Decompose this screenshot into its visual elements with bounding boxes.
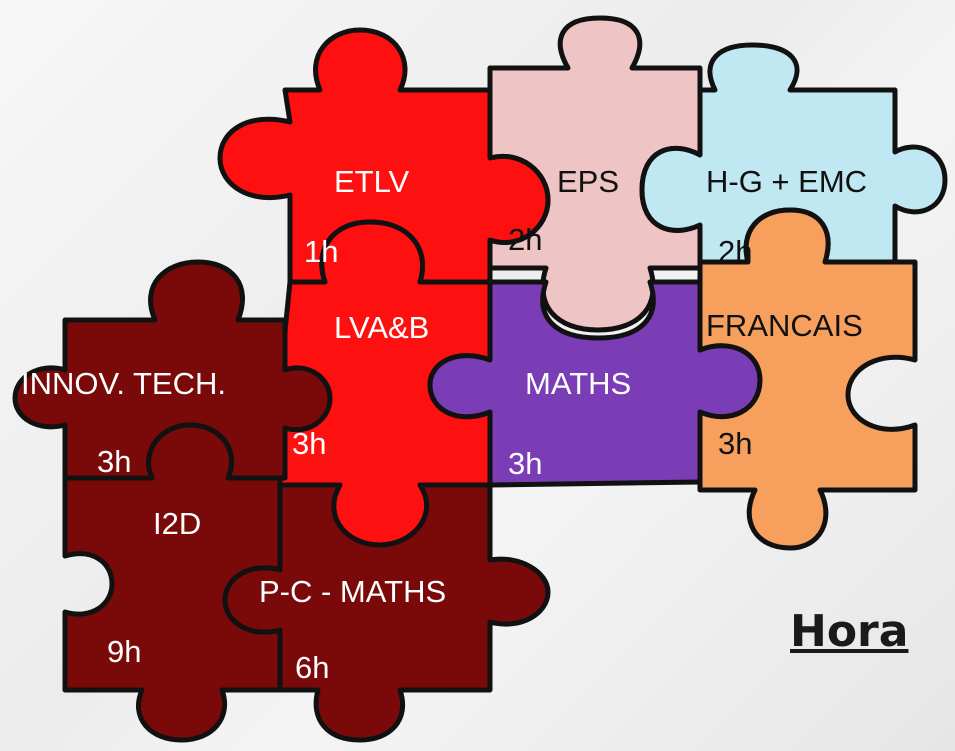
piece-pc-maths bbox=[222, 482, 551, 743]
hg-emc-subject-label: H-G + EMC bbox=[706, 164, 868, 199]
page-heading: Hora bbox=[790, 606, 909, 657]
etlv-subject-label: ETLV bbox=[334, 164, 410, 199]
maths-hours-label: 3h bbox=[508, 446, 543, 481]
innov-tech-hours-label: 3h bbox=[97, 444, 132, 479]
eps-subject-label: EPS bbox=[557, 164, 620, 199]
lva-b-subject-label: LVA&B bbox=[334, 310, 430, 345]
etlv-hours-label: 1h bbox=[304, 234, 339, 269]
francais-hours-label: 3h bbox=[718, 426, 753, 461]
eps-hours-label: 2h bbox=[508, 222, 543, 257]
i2d-hours-label: 9h bbox=[107, 634, 142, 669]
francais-subject-label: FRANCAIS bbox=[706, 308, 863, 343]
piece-francais bbox=[697, 207, 918, 551]
i2d-subject-label: I2D bbox=[153, 506, 202, 541]
lva-b-hours-label: 3h bbox=[292, 426, 327, 461]
pc-maths-hours-label: 6h bbox=[295, 650, 330, 685]
pc-maths-subject-label: P-C - MATHS bbox=[259, 574, 447, 609]
maths-subject-label: MATHS bbox=[525, 366, 632, 401]
innov-tech-subject-label: INNOV. TECH. bbox=[21, 366, 226, 401]
hg-emc-hours-label: 2h bbox=[718, 234, 753, 269]
piece-innov-tech bbox=[12, 259, 333, 481]
